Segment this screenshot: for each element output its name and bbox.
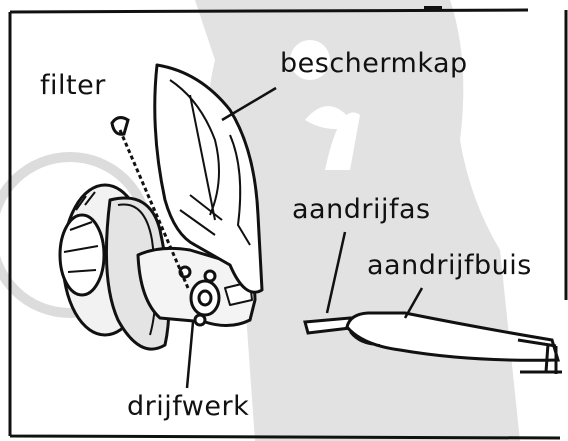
leader-drijfwerk xyxy=(187,322,193,388)
spool-front xyxy=(60,215,104,295)
label-aandrijfbuis: aandrijfbuis xyxy=(367,252,532,279)
label-aandrijfas: aandrijfas xyxy=(292,196,431,223)
frame-corner-mark xyxy=(424,6,442,11)
label-drijfwerk: drijfwerk xyxy=(127,393,249,420)
label-beschermkap: beschermkap xyxy=(280,50,468,77)
label-filter: filter xyxy=(40,72,106,99)
